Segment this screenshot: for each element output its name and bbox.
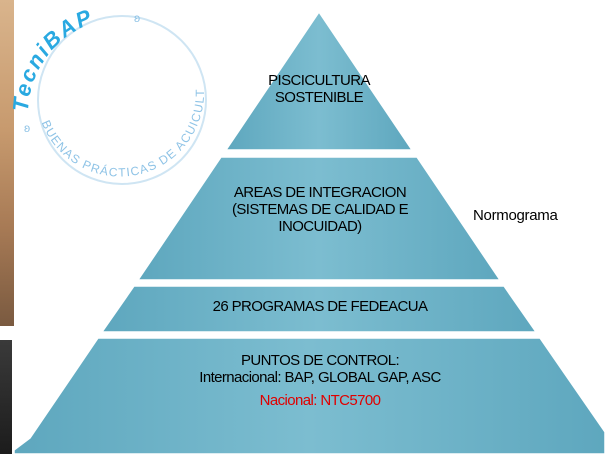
level4-line1: PUNTOS DE CONTROL: — [240, 352, 400, 369]
pyramid-level-3-label: 26 PROGRAMAS DE FEDEACUA — [160, 298, 480, 315]
logo-brand-text: TecniBAP — [8, 4, 97, 113]
pyramid-level-2-label: AREAS DE INTEGRACION (SISTEMAS DE CALIDA… — [185, 184, 455, 235]
logo-ring — [37, 15, 207, 185]
level1-line2: SOSTENIBLE — [274, 89, 364, 106]
pyramid-level-4-shape — [13, 337, 605, 454]
logo-swirl-icon-2: ʚ — [134, 11, 140, 25]
level1-line1: PISCICULTURA — [268, 72, 370, 89]
logo-swirl-icon: ʚ — [24, 121, 30, 135]
level3-text: 26 PROGRAMAS DE FEDEACUA — [212, 298, 428, 315]
pyramid — [13, 10, 605, 454]
tecnibap-logo: BUENAS PRÁCTICAS DE ACUICULTURA TecniBAP… — [0, 0, 207, 185]
level2-line2: (SISTEMAS DE CALIDAD E — [231, 201, 409, 218]
background-photo-strip-bottom — [0, 340, 12, 454]
pyramid-level-2-shape — [136, 156, 502, 281]
level2-line1: AREAS DE INTEGRACION — [233, 184, 407, 201]
pyramid-level-4-label: PUNTOS DE CONTROL: Internacional: BAP, G… — [130, 352, 510, 409]
pyramid-level-1-label: PISCICULTURA SOSTENIBLE — [229, 72, 409, 106]
background-photo-strip-top — [0, 0, 14, 326]
pyramid-level-1-shape — [224, 10, 414, 151]
level4-line2: Internacional: BAP, GLOBAL GAP, ASC — [199, 369, 441, 386]
pyramid-level-3-shape — [100, 285, 538, 333]
level4-line3: Nacional: NTC5700 — [259, 392, 381, 409]
level2-line3: INOCUIDAD) — [278, 218, 362, 235]
normograma-label: Normograma — [473, 207, 558, 224]
